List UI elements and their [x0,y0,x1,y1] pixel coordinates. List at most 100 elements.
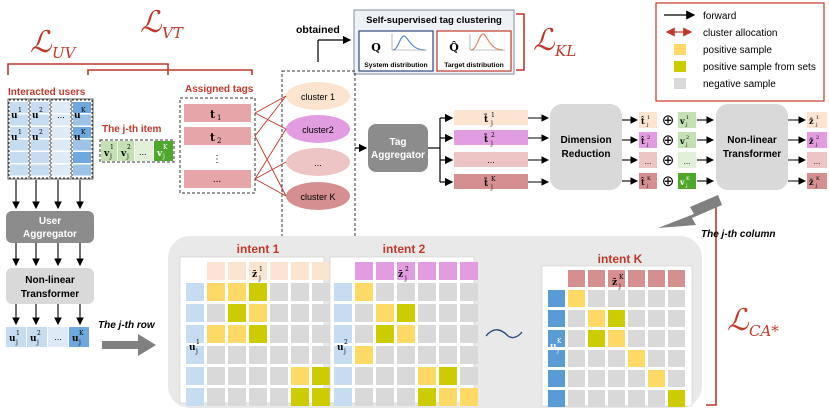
svg-text:z̄: z̄ [252,270,257,280]
matrix-cell [568,330,585,347]
svg-text:t̄: t̄ [484,133,489,145]
column-header-cell [228,262,246,280]
legend-cluster-allocation: cluster allocation [703,28,777,39]
svg-text:2: 2 [816,135,819,141]
svg-text:⊕: ⊕ [662,132,675,149]
matrix-cell [355,367,373,385]
svg-text:u: u [32,111,39,121]
svg-text:j: j [490,120,493,127]
svg-text:v: v [679,116,685,126]
ellipsis-tilde [485,329,523,339]
matrix-cell [628,310,645,327]
svg-text:VT: VT [162,24,184,42]
matrix-cell [648,310,665,327]
svg-text:2: 2 [647,135,650,141]
system-curve-icon [392,35,426,51]
legend-positive: positive sample [703,45,772,56]
column-header-cell [376,262,394,280]
svg-text:j: j [36,339,39,346]
matrix-cell [568,370,585,387]
row-header-cell [548,310,565,327]
matrix-cell [648,370,665,387]
column-header-cell [628,270,645,287]
svg-text:ℒ: ℒ [140,5,163,40]
matrix-cell [608,330,625,347]
legend-negative-swatch [674,78,686,89]
column-header-cell [312,262,330,280]
nonlinear-transformer-right: Non-linear Transformer [716,104,788,190]
svg-text:K: K [81,107,86,114]
matrix-cell [228,388,246,406]
svg-text:K: K [163,144,168,151]
matrix-cell [228,346,246,364]
svg-text:j: j [685,142,688,148]
column-header-cell [270,262,288,280]
svg-text:⊕: ⊕ [662,112,675,129]
matrix-cell [355,325,373,343]
svg-text:K: K [557,338,562,345]
svg-text:Q: Q [371,41,381,54]
column-header-cell [355,262,373,280]
matrix-cell [207,388,225,406]
svg-text:v: v [679,136,685,146]
matrix-cell [628,350,645,367]
svg-text:Aggregator: Aggregator [371,150,425,161]
svg-text:j: j [126,153,129,160]
svg-text:j: j [815,183,818,189]
matrix-cell [376,325,394,343]
row-header-cell [186,346,204,364]
user-aggregator: User Aggregator [6,211,94,243]
tag-clustering-box: Self-supervised tag clustering Q System … [353,9,515,75]
svg-text:CA*: CA* [749,322,779,340]
svg-text:j: j [685,122,688,128]
matrix-cell [668,370,685,387]
matrix-cell [312,388,330,406]
svg-text:t̄: t̄ [484,177,489,189]
matrix-cell [376,388,394,406]
svg-text:z̄: z̄ [809,136,814,146]
system-distribution-label: System distribution [364,62,427,69]
matrix-cell [588,290,605,307]
matrix-cell [439,367,457,385]
svg-text:1: 1 [647,115,650,121]
user-column [71,99,93,179]
matrix-cell [460,388,478,406]
matrix-cell [228,325,246,343]
svg-text:K: K [81,129,86,136]
svg-text:ℒ: ℒ [727,303,750,338]
svg-text:UV: UV [52,44,78,62]
svg-text:j: j [685,183,688,189]
matrix-cell [207,367,225,385]
svg-text:K: K [79,330,84,337]
svg-text:K: K [686,176,690,182]
svg-text:t̄: t̄ [484,113,489,125]
matrix-cell [207,304,225,322]
vt-bracket [87,69,253,75]
cluster-k [286,182,350,210]
svg-text:u: u [32,133,39,143]
matrix-cell [439,388,457,406]
matrix-cell [668,290,685,307]
svg-text:...: ... [314,158,322,168]
column-header-cell [588,270,605,287]
svg-text:j: j [646,122,649,128]
row-header-cell [334,304,352,322]
matrix-cell [355,346,373,364]
column-header-cell [397,262,415,280]
svg-text:1: 1 [110,144,114,151]
svg-text:j: j [195,348,198,355]
svg-text:u: u [337,343,344,353]
matrix-cell [270,283,288,301]
kl-bracket [516,13,525,71]
row-header-cell [334,367,352,385]
row-header-cell [334,325,352,343]
svg-text:u: u [74,133,81,143]
tag-aggregator: Tag Aggregator [368,124,428,172]
matrix-cell [312,346,330,364]
svg-text:j: j [618,283,621,290]
row-header-cell [548,290,565,307]
matrix-cell [648,350,665,367]
matrix-cell [588,390,605,407]
target-curve-icon [470,33,504,51]
